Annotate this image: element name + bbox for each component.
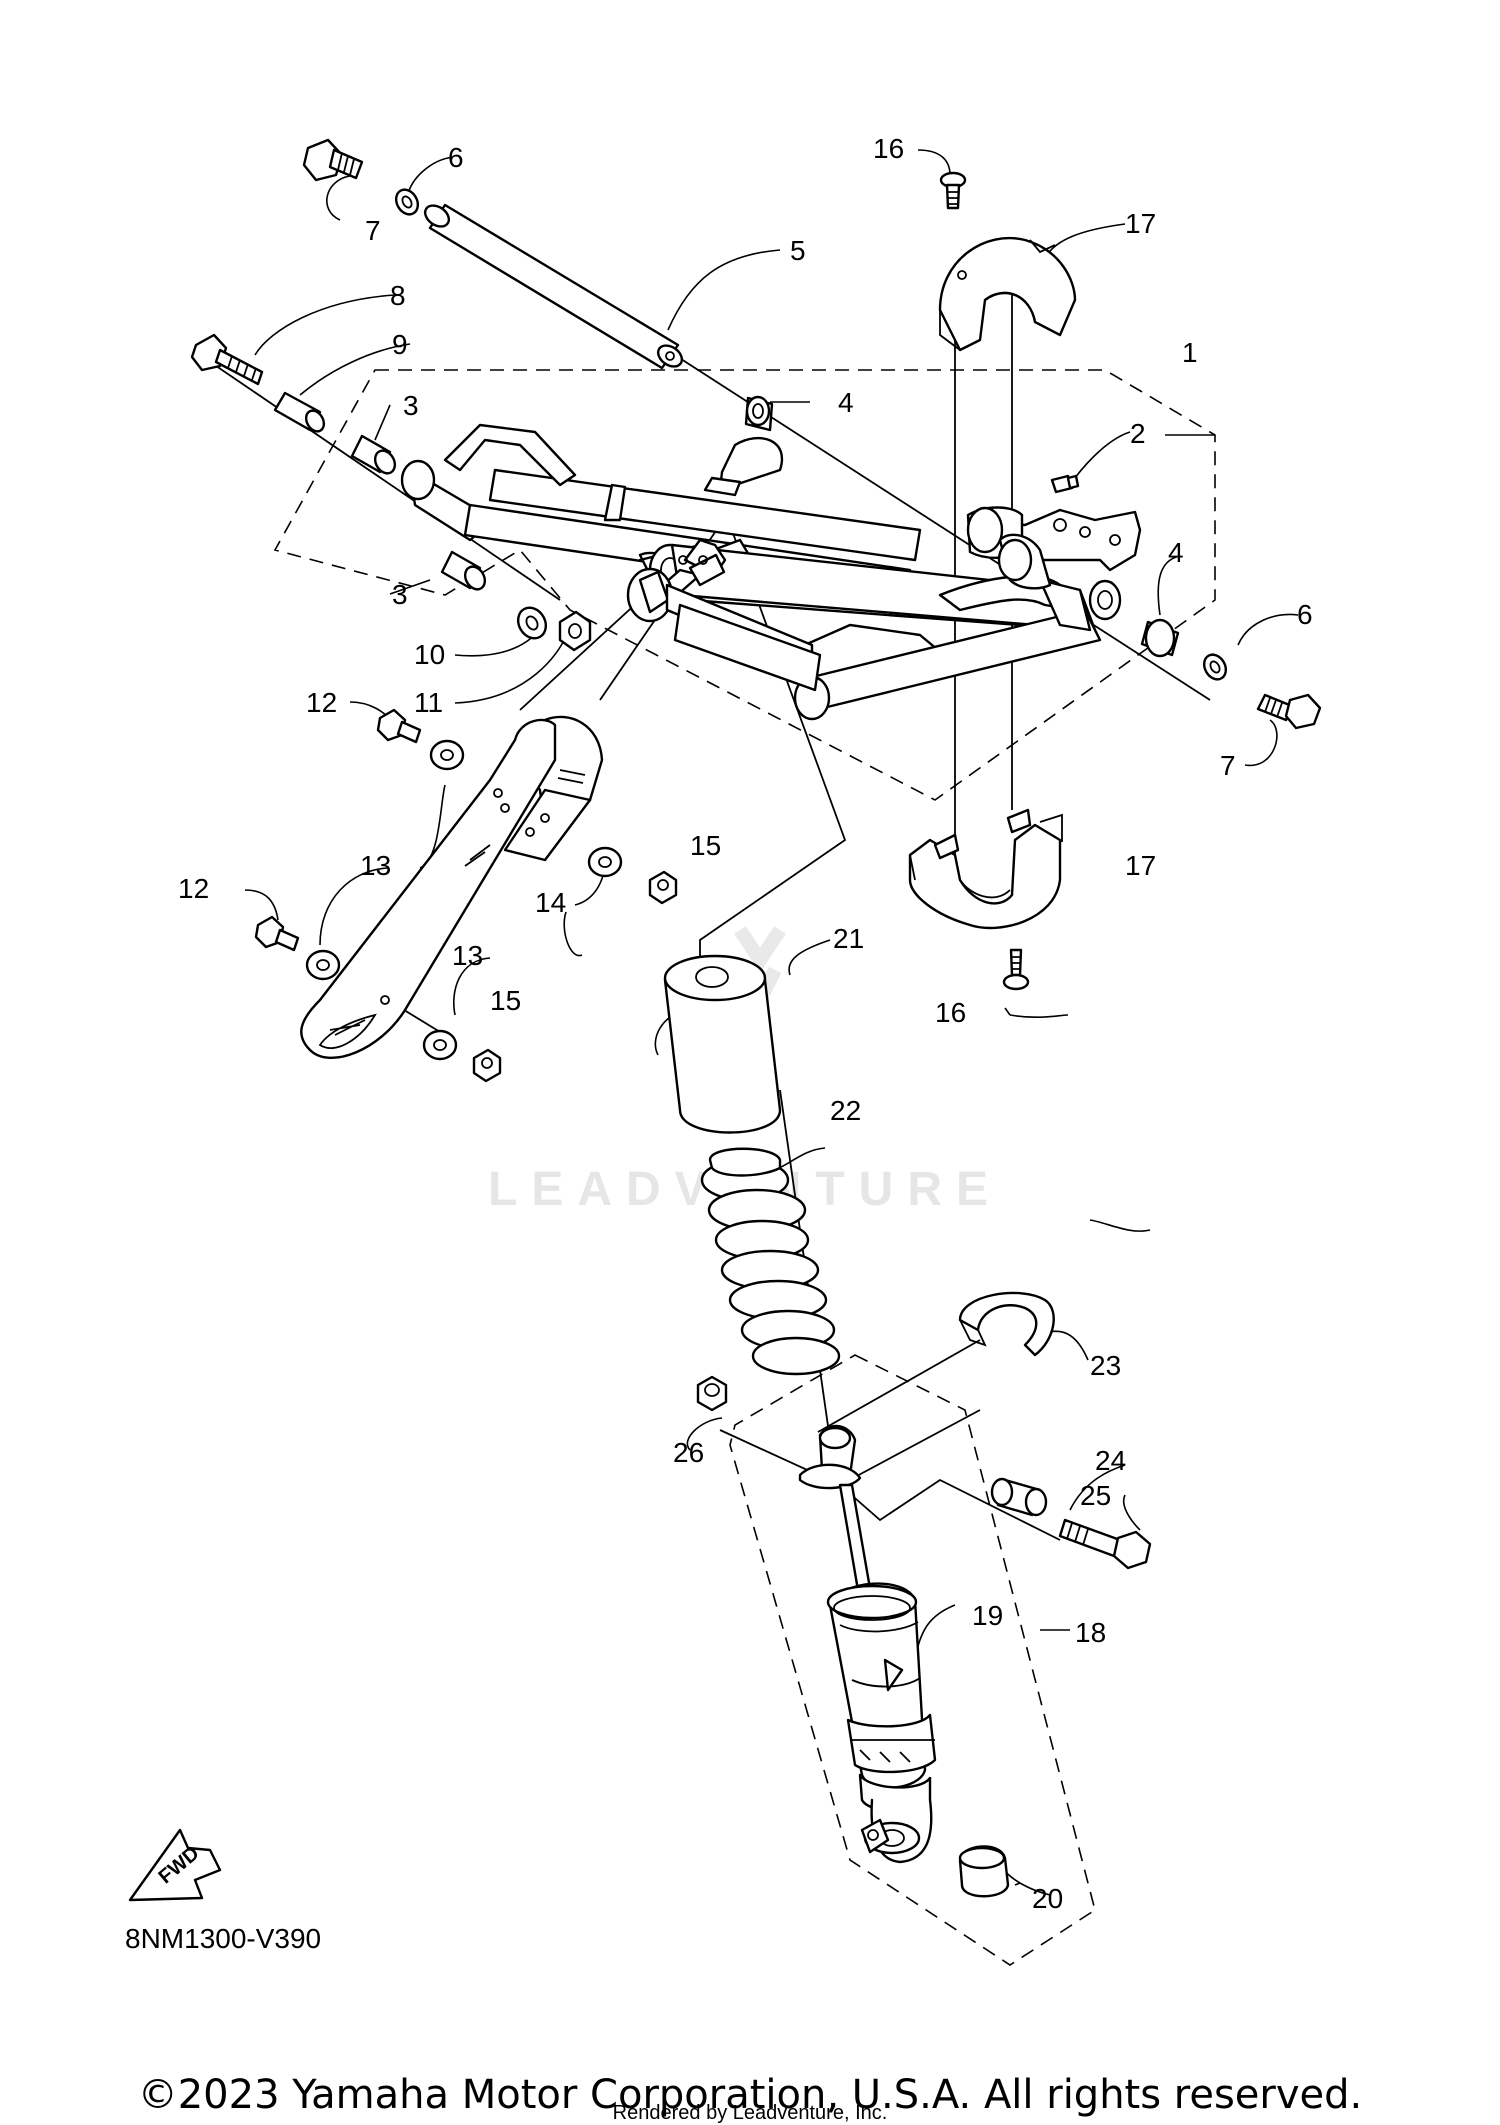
callout-24: 24: [1095, 1445, 1126, 1476]
callout-6: 6: [448, 142, 464, 173]
part-1-swing-arm: [400, 423, 1142, 721]
part-10-washer: [516, 606, 548, 640]
part-17-guard-top: [938, 236, 1077, 352]
part-7-bolt-right: [1256, 693, 1322, 730]
part-3-bushing-upper: [350, 434, 397, 475]
copyright-notice: ©2023 Yamaha Motor Corporation, U.S.A. A…: [137, 2072, 1363, 2118]
callout-25: 25: [1080, 1480, 1111, 1511]
part-11-nut: [558, 610, 592, 652]
part-4-bushing-right: [1140, 618, 1180, 658]
callout-16: 16: [935, 997, 966, 1028]
fwd-arrow-icon: FWD: [128, 1828, 222, 1902]
callout-26: 26: [673, 1437, 704, 1468]
part-23-spring-seat: [958, 1291, 1055, 1357]
part-21-bump-stop: [663, 954, 782, 1134]
assembly-boundaries: [273, 369, 1216, 1966]
callout-3: 3: [392, 579, 408, 610]
callout-numbers: 6 7 5 8 9 3 3 4 1 2 16 17 4 6 7 10 11 12…: [178, 133, 1313, 1914]
part-15-nut-upper: [648, 870, 678, 905]
callout-14: 14: [535, 887, 566, 918]
callout-17: 17: [1125, 850, 1156, 881]
callout-20: 20: [1032, 1883, 1063, 1914]
callout-22: 22: [830, 1095, 861, 1126]
part-5-pivot-shaft: [423, 203, 684, 370]
part-17-guard-bottom: [908, 808, 1063, 930]
part-7-bolt-top: [302, 138, 364, 182]
callout-9: 9: [392, 329, 408, 360]
callout-15: 15: [490, 985, 521, 1016]
part-8-long-bolt: [190, 333, 264, 386]
part-19-shock-absorber: [798, 1424, 937, 1864]
part-6-washer-top: [394, 188, 420, 216]
part-16-screw-bottom: [1002, 948, 1030, 991]
callout-6: 6: [1297, 599, 1313, 630]
callout-18: 18: [1075, 1617, 1106, 1648]
part-13-washer-1: [429, 739, 465, 771]
part-25-bolt: [1058, 1518, 1152, 1570]
callout-2: 2: [1130, 418, 1146, 449]
callout-17: 17: [1125, 208, 1156, 239]
callout-11: 11: [414, 687, 443, 718]
part-24-collar: [990, 1477, 1048, 1517]
callout-1: 1: [1182, 337, 1198, 368]
part-26-nut: [696, 1375, 728, 1412]
part-3-bushing-lower: [440, 550, 487, 591]
callout-4: 4: [838, 387, 854, 418]
callout-8: 8: [390, 280, 406, 311]
callout-3: 3: [403, 390, 419, 421]
callout-21: 21: [833, 923, 864, 954]
part-2-small-bolt: [1050, 474, 1080, 494]
part-22-coil-spring: [700, 1147, 841, 1376]
callout-13: 13: [452, 940, 483, 971]
part-4-bushing-upper: [744, 395, 774, 432]
callout-19: 19: [972, 1600, 1003, 1631]
part-15-nut-lower: [472, 1048, 502, 1083]
callout-23: 23: [1090, 1350, 1121, 1381]
part-14-limiter-strap: [300, 715, 604, 1060]
callout-5: 5: [790, 235, 806, 266]
part-12-bolt-upper: [376, 708, 422, 744]
part-13-washer-2: [587, 846, 623, 878]
callout-10: 10: [414, 639, 445, 670]
callout-13: 13: [360, 850, 391, 881]
part-16-screw-top: [939, 171, 967, 210]
diagram-code: 8NM1300-V390: [125, 1923, 321, 1954]
part-20-collar: [958, 1845, 1010, 1898]
callout-7: 7: [365, 215, 381, 246]
part-12-bolt-lower: [254, 915, 300, 952]
callout-4: 4: [1168, 537, 1184, 568]
part-9-collar: [273, 391, 326, 433]
rendered-by-notice: Rendered by Leadventure, Inc.: [612, 2102, 888, 2124]
callout-12: 12: [178, 873, 209, 904]
part-6-washer-right: [1202, 653, 1228, 681]
callout-12: 12: [306, 687, 337, 718]
callout-15: 15: [690, 830, 721, 861]
callout-16: 16: [873, 133, 904, 164]
part-13-washer-3: [305, 949, 341, 981]
part-13-washer-4: [422, 1029, 458, 1061]
callout-7: 7: [1220, 750, 1236, 781]
